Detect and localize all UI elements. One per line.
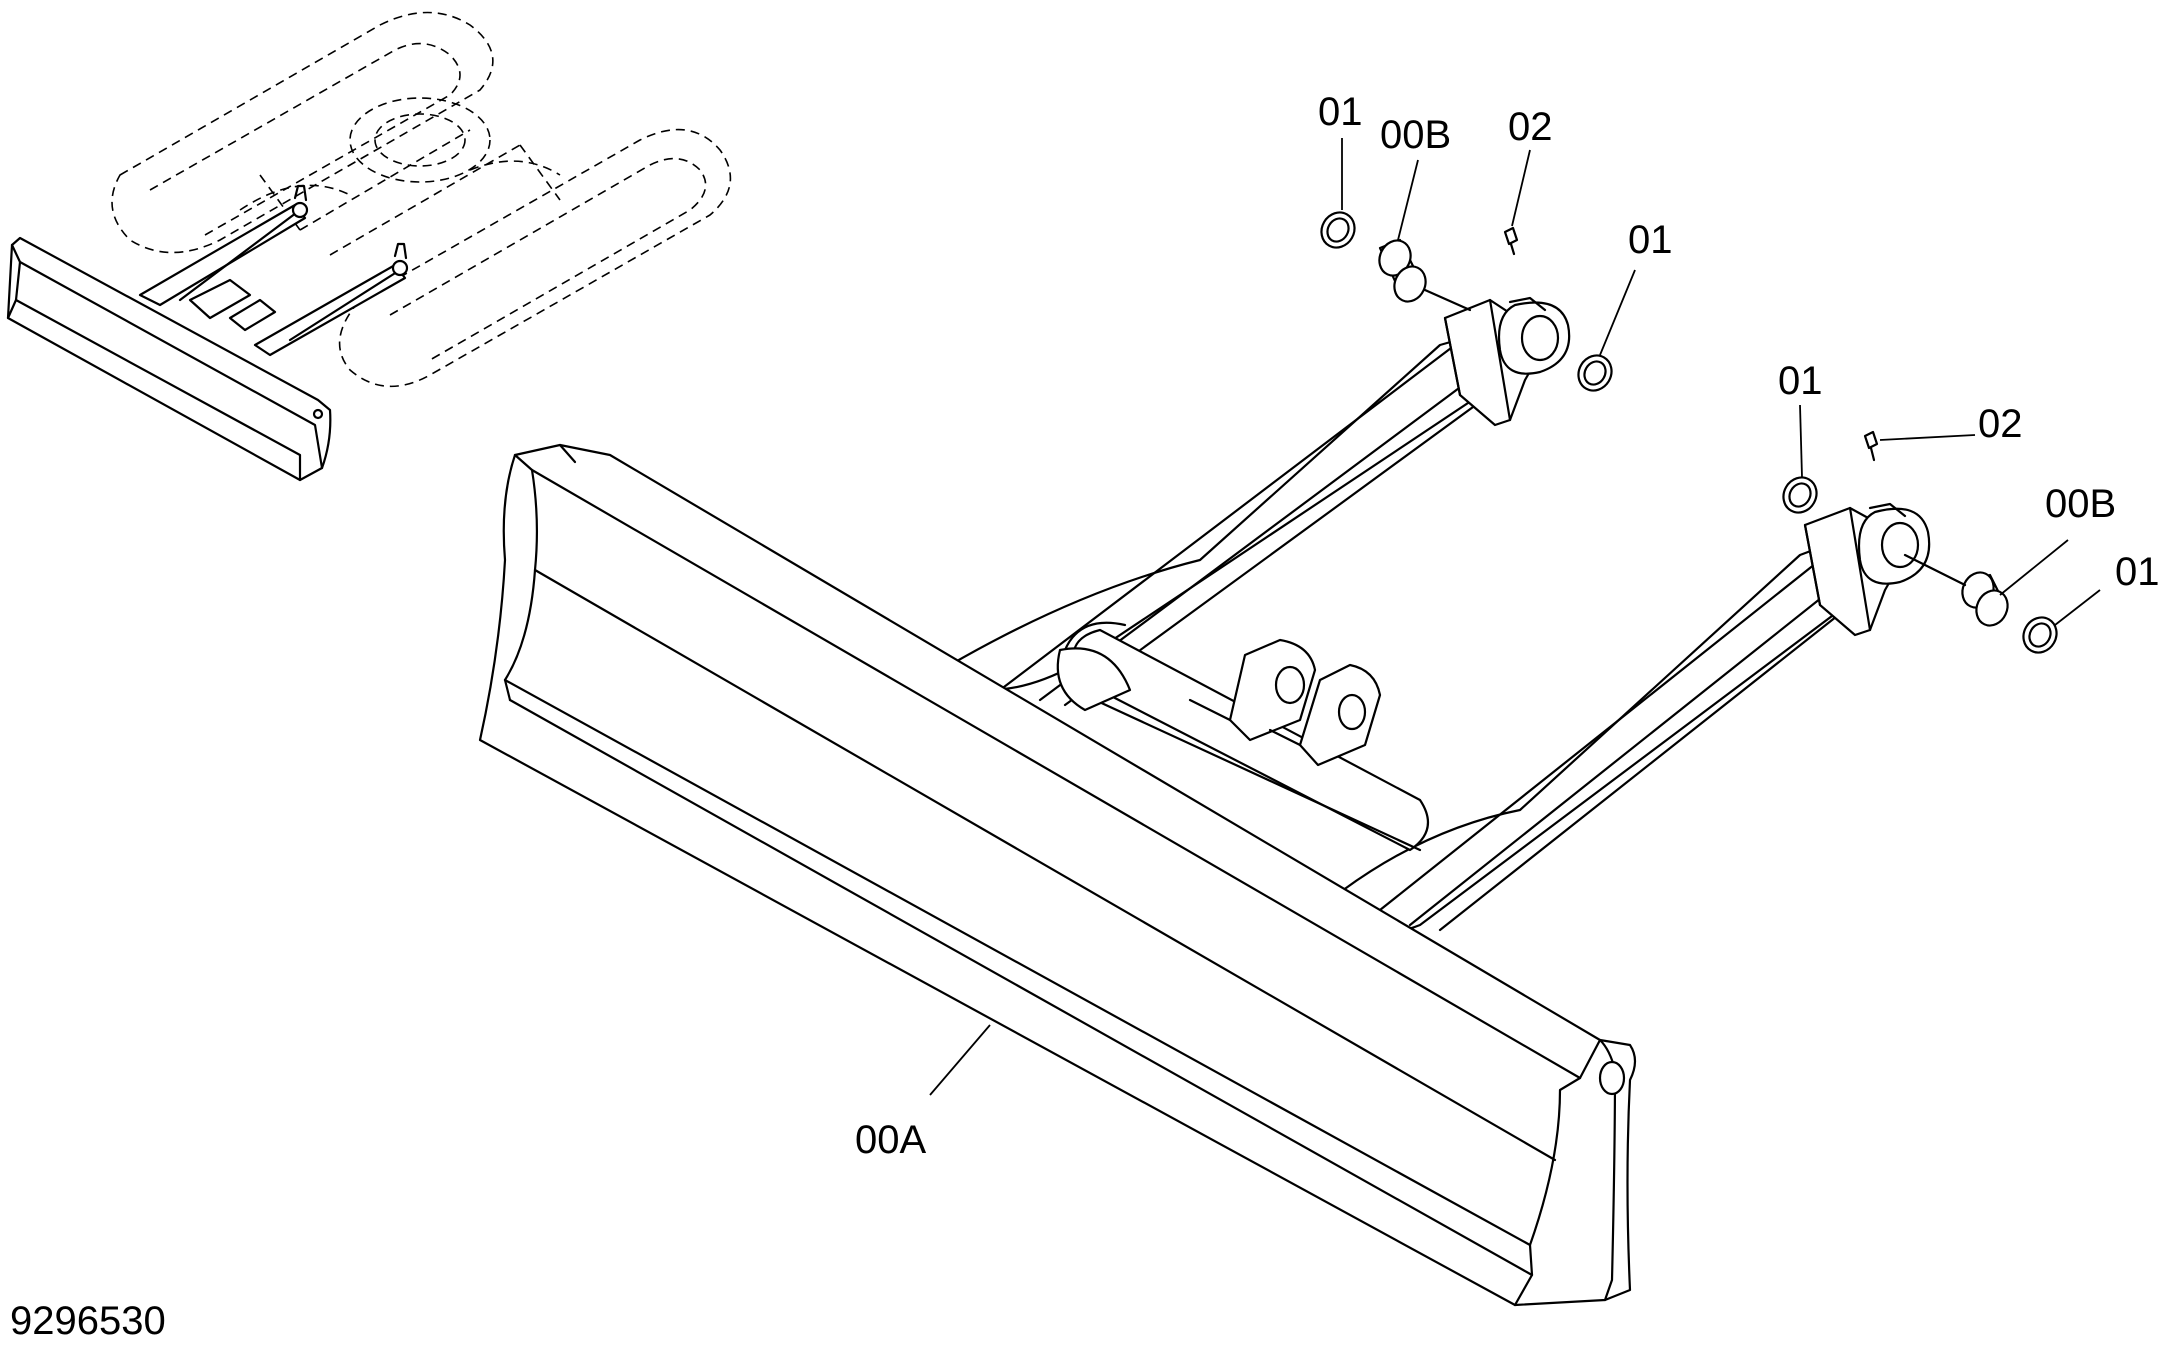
ring-01-lower-left <box>1782 476 1818 514</box>
drawing-number: 9296530 <box>10 1299 166 1340</box>
overview-arms <box>138 184 409 357</box>
callout-labels: 01 00B 02 01 01 02 00B 01 00A <box>855 90 2159 1162</box>
loose-parts <box>1320 211 2058 654</box>
callout-01-upper-right: 01 <box>1628 218 1673 262</box>
callout-00B-upper: 00B <box>1380 113 1451 157</box>
blade <box>478 443 1637 1307</box>
ring-01-upper-left <box>1320 211 1356 249</box>
ring-01-lower-right <box>2022 616 2058 654</box>
bushing-00B-upper <box>1378 238 1472 312</box>
callout-02-lower: 02 <box>1978 402 2023 446</box>
bushing-00B-lower <box>1903 553 2009 627</box>
overview-thumbnail <box>6 11 732 482</box>
callout-02-upper: 02 <box>1508 105 1553 149</box>
cross-tube <box>1056 621 1430 852</box>
left-arm <box>948 296 1571 707</box>
overview-blade <box>6 236 332 482</box>
leader-lines <box>929 138 2101 1096</box>
callout-01-lower-left: 01 <box>1778 359 1823 403</box>
machine-outline-dashed <box>111 11 732 388</box>
callout-01-lower-right: 01 <box>2115 550 2159 594</box>
callout-01-upper-left: 01 <box>1318 90 1363 134</box>
right-arm <box>1328 502 1931 935</box>
callout-00B-lower: 00B <box>2045 482 2116 526</box>
main-assembly <box>478 296 1931 1307</box>
grease-fitting-02-lower <box>1863 430 1879 462</box>
ring-01-upper-right <box>1577 354 1613 392</box>
callout-00A-blade: 00A <box>855 1118 926 1162</box>
grease-fitting-02-upper <box>1503 226 1519 256</box>
